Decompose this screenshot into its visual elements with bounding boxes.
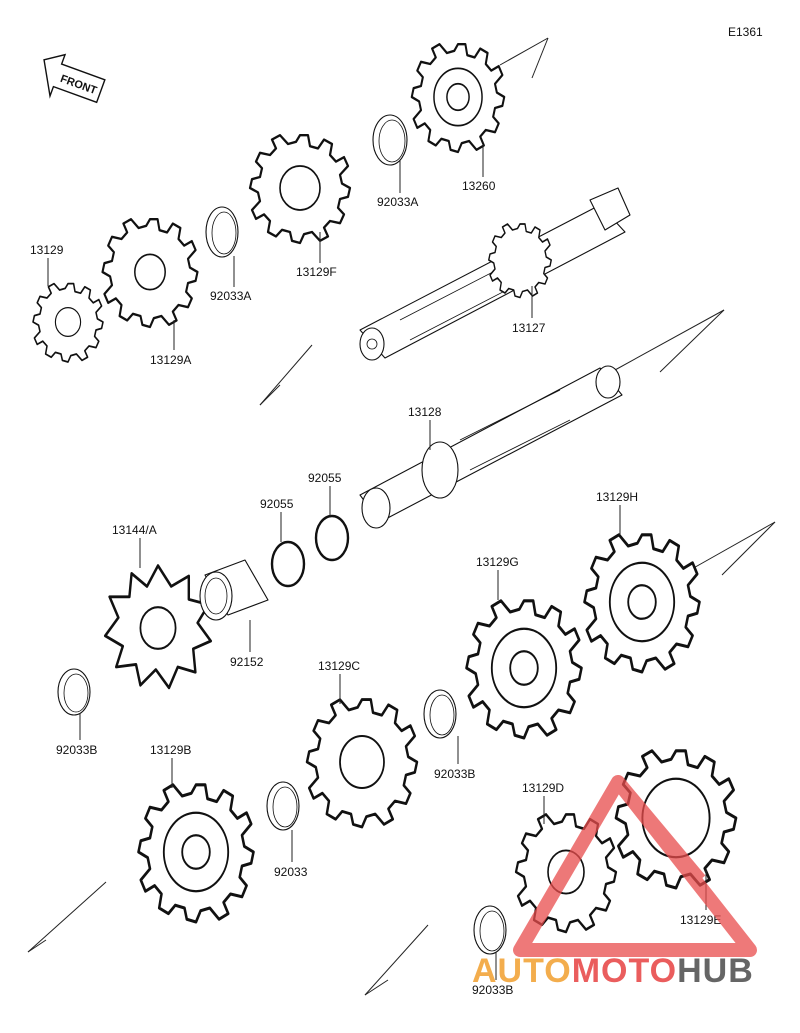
label-13129: 13129 (30, 243, 64, 257)
gear-13129A (101, 217, 199, 329)
snap-ring-92033 (266, 781, 300, 831)
gear-13129C (305, 698, 419, 829)
snap-ring-92033A-top (372, 114, 408, 166)
watermark-logo (513, 775, 757, 957)
snap-ring-92033B-mid (423, 689, 457, 739)
gear-13260 (410, 42, 506, 154)
gear-13129 (32, 282, 104, 363)
sprocket-13144A (103, 564, 213, 690)
collar-92152 (199, 559, 269, 621)
label-92033B-bottom: 92033B (472, 983, 513, 997)
gear-13129G (464, 599, 584, 740)
front-arrow-icon: FRONT (43, 53, 106, 104)
label-13129E: 13129E (680, 913, 721, 927)
label-92033A-mid: 92033A (210, 289, 251, 303)
label-92033B-mid: 92033B (434, 767, 475, 781)
label-13144A: 13144/A (112, 523, 157, 537)
gear-13129E (614, 749, 738, 890)
leader-lines (47, 145, 707, 980)
snap-ring-92033B-bottom (473, 905, 507, 955)
diagram-code: E1361 (728, 25, 763, 39)
snap-ring-92033A-mid (205, 206, 239, 258)
label-92033A-top: 92033A (377, 195, 418, 209)
shaft-13128 (359, 365, 623, 529)
label-13129H: 13129H (596, 490, 638, 504)
label-13128: 13128 (408, 405, 442, 419)
label-13129D: 13129D (522, 781, 564, 795)
snap-ring-92033B-left (57, 668, 91, 716)
label-13129C: 13129C (318, 659, 360, 673)
label-92152: 92152 (230, 655, 264, 669)
gear-13129D (514, 813, 618, 934)
label-13127: 13127 (512, 321, 546, 335)
label-13129G: 13129G (476, 555, 519, 569)
watermark-hub: HUB (677, 952, 754, 990)
label-13260: 13260 (462, 179, 496, 193)
gear-13129H (582, 533, 702, 674)
gear-13129F (248, 133, 352, 245)
label-13129F: 13129F (296, 265, 337, 279)
axis-lines-upper (27, 37, 776, 996)
o-ring-92055-b (270, 540, 306, 588)
watermark-auto: AUTO (472, 952, 572, 990)
o-ring-92055-a (314, 514, 350, 562)
gear-13129B (136, 783, 256, 924)
label-92033B-left: 92033B (56, 743, 97, 757)
watermark-text: AUTOMOTOHUB (472, 952, 754, 990)
label-92055-a: 92055 (308, 471, 342, 485)
svg-text:AUTOMOTOHUB: AUTOMOTOHUB (472, 952, 754, 990)
label-92055-b: 92055 (260, 497, 294, 511)
label-92033: 92033 (274, 865, 308, 879)
label-13129A: 13129A (150, 353, 191, 367)
watermark-moto: MOTO (572, 952, 677, 990)
label-13129B: 13129B (150, 743, 191, 757)
